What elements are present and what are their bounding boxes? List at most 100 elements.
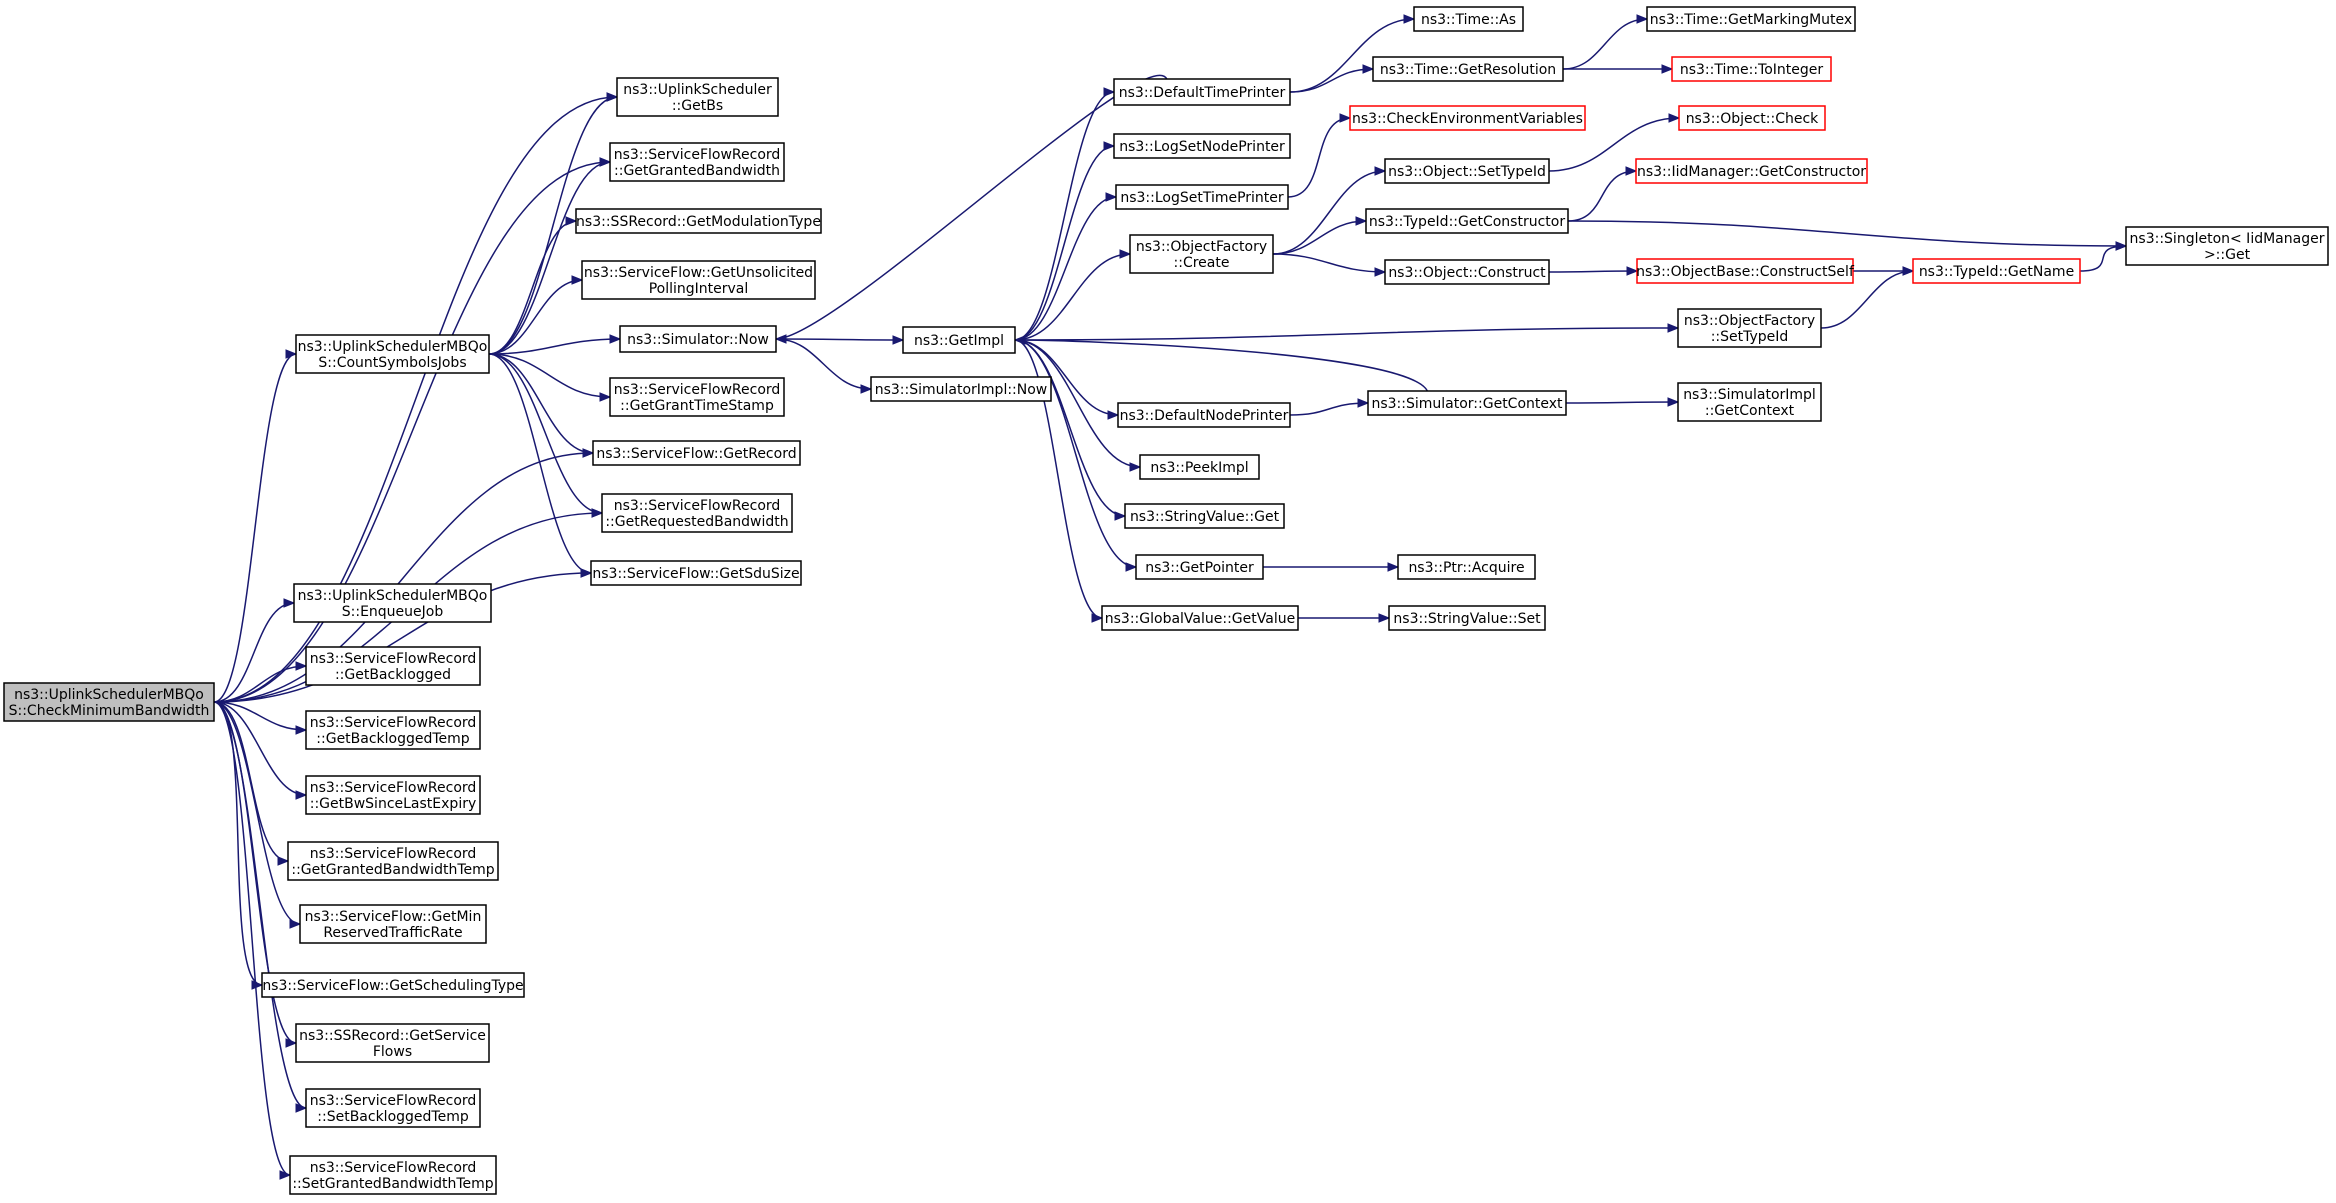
node-label: ::SetTypeId bbox=[1711, 329, 1789, 345]
node-ob-cs[interactable]: ns3::ObjectBase::ConstructSelf bbox=[1636, 258, 1855, 284]
edge-arrowhead bbox=[1114, 511, 1127, 521]
node-sim-gc[interactable]: ns3::Simulator::GetContext bbox=[1367, 390, 1567, 416]
edge-root-to-sfr-ggbt bbox=[213, 701, 289, 862]
node-label: ns3::ServiceFlowRecord bbox=[310, 1093, 477, 1109]
node-sfr-sblt[interactable]: ns3::ServiceFlowRecord::SetBackloggedTem… bbox=[305, 1088, 481, 1128]
node-sf-gmrtr[interactable]: ns3::ServiceFlow::GetMinReservedTrafficR… bbox=[299, 904, 487, 944]
edge-root-to-sf-gst bbox=[213, 701, 263, 986]
node-label: ::SetGrantedBandwidthTemp bbox=[292, 1176, 493, 1192]
node-dnp[interactable]: ns3::DefaultNodePrinter bbox=[1117, 402, 1291, 428]
node-sfr-sgbt[interactable]: ns3::ServiceFlowRecord::SetGrantedBandwi… bbox=[289, 1155, 497, 1195]
node-label: ns3::SimulatorImpl::Now bbox=[875, 382, 1048, 398]
edge-arrowhead bbox=[1378, 613, 1391, 623]
node-obj-construct[interactable]: ns3::Object::Construct bbox=[1384, 259, 1550, 285]
node-of-create[interactable]: ns3::ObjectFactory::Create bbox=[1129, 234, 1274, 274]
node-peekimpl[interactable]: ns3::PeekImpl bbox=[1139, 454, 1260, 480]
edge-arrowhead bbox=[1357, 398, 1370, 408]
node-sfr-gblt[interactable]: ns3::ServiceFlowRecord::GetBackloggedTem… bbox=[305, 710, 481, 750]
node-csj[interactable]: ns3::UplinkSchedulerMBQoS::CountSymbolsJ… bbox=[295, 334, 490, 374]
node-label: ns3::CheckEnvironmentVariables bbox=[1352, 111, 1583, 127]
node-obj-sti[interactable]: ns3::Object::SetTypeId bbox=[1384, 158, 1550, 184]
edge-arrowhead bbox=[285, 349, 298, 359]
node-box bbox=[1372, 56, 1564, 82]
node-label: ns3::PeekImpl bbox=[1150, 460, 1248, 476]
node-tid-gn[interactable]: ns3::TypeId::GetName bbox=[1912, 258, 2081, 284]
node-time-as[interactable]: ns3::Time::As bbox=[1413, 6, 1524, 32]
node-sfr-ggbt[interactable]: ns3::ServiceFlowRecord::GetGrantedBandwi… bbox=[287, 841, 499, 881]
node-iidm-gc[interactable]: ns3::IidManager::GetConstructor bbox=[1635, 158, 1868, 184]
node-label: ns3::Ptr::Acquire bbox=[1408, 560, 1524, 576]
node-sf-gst[interactable]: ns3::ServiceFlow::GetSchedulingType bbox=[261, 972, 525, 998]
node-getimpl[interactable]: ns3::GetImpl bbox=[902, 326, 1016, 354]
node-label: ns3::TypeId::GetConstructor bbox=[1369, 214, 1565, 230]
node-root[interactable]: ns3::UplinkSchedulerMBQoS::CheckMinimumB… bbox=[3, 682, 215, 722]
node-cev[interactable]: ns3::CheckEnvironmentVariables bbox=[1349, 105, 1586, 131]
edge-root-to-sfr-sblt bbox=[213, 701, 307, 1109]
node-box bbox=[1115, 184, 1289, 210]
edge-csj-to-sfr-ggb bbox=[488, 161, 611, 355]
node-sfr-ggb[interactable]: ns3::ServiceFlowRecord::GetGrantedBandwi… bbox=[609, 142, 785, 182]
node-gv-getvalue[interactable]: ns3::GlobalValue::GetValue bbox=[1101, 605, 1299, 631]
node-label: ns3::Time::As bbox=[1421, 12, 1516, 28]
node-sv-set[interactable]: ns3::StringValue::Set bbox=[1388, 605, 1546, 631]
edge-arrowhead bbox=[1107, 410, 1120, 420]
edge-of-create-to-obj-sti bbox=[1272, 170, 1386, 255]
edge-dtp-to-time-gr bbox=[1289, 68, 1374, 93]
node-box bbox=[1671, 56, 1832, 82]
edge-arrowhead bbox=[295, 790, 308, 800]
node-sfr-gbsle[interactable]: ns3::ServiceFlowRecord::GetBwSinceLastEx… bbox=[305, 775, 481, 815]
node-time-gmm[interactable]: ns3::Time::GetMarkingMutex bbox=[1646, 6, 1856, 32]
node-of-sti[interactable]: ns3::ObjectFactory::SetTypeId bbox=[1677, 308, 1822, 348]
node-sim-now[interactable]: ns3::Simulator::Now bbox=[619, 325, 777, 353]
node-sfr-gbl[interactable]: ns3::ServiceFlowRecord::GetBacklogged bbox=[305, 646, 481, 686]
node-box bbox=[305, 646, 481, 686]
node-box bbox=[3, 682, 215, 722]
node-sf-gr[interactable]: ns3::ServiceFlow::GetRecord bbox=[592, 440, 801, 466]
node-simimpl-now[interactable]: ns3::SimulatorImpl::Now bbox=[870, 376, 1052, 402]
node-time-ti[interactable]: ns3::Time::ToInteger bbox=[1671, 56, 1832, 82]
node-getbs[interactable]: ns3::UplinkScheduler::GetBs bbox=[616, 77, 779, 117]
node-sv-get[interactable]: ns3::StringValue::Get bbox=[1124, 503, 1285, 529]
node-box bbox=[1384, 158, 1550, 184]
node-label: ns3::UplinkSchedulerMBQo bbox=[298, 588, 488, 604]
node-box bbox=[305, 710, 481, 750]
node-label: ns3::LogSetNodePrinter bbox=[1119, 139, 1285, 155]
node-box bbox=[1388, 605, 1546, 631]
edge-root-to-sf-gr bbox=[213, 452, 594, 703]
node-simimpl-gc[interactable]: ns3::SimulatorImpl::GetContext bbox=[1677, 382, 1822, 422]
edge-root-to-sf-gmrtr bbox=[213, 701, 301, 925]
node-obj-check[interactable]: ns3::Object::Check bbox=[1678, 105, 1826, 131]
node-sf-gss[interactable]: ns3::ServiceFlow::GetSduSize bbox=[590, 560, 802, 586]
node-box bbox=[609, 377, 785, 417]
node-label: ::GetBackloggedTemp bbox=[316, 731, 470, 747]
edge-arrowhead bbox=[283, 598, 296, 608]
node-lsnp[interactable]: ns3::LogSetNodePrinter bbox=[1113, 133, 1291, 159]
edge-of-create-to-tid-gc bbox=[1272, 220, 1367, 255]
node-sfr-ggts[interactable]: ns3::ServiceFlowRecord::GetGrantTimeStam… bbox=[609, 377, 785, 417]
edge-arrowhead bbox=[1374, 166, 1387, 176]
node-box bbox=[261, 972, 525, 998]
edge-of-create-to-obj-construct bbox=[1272, 253, 1386, 273]
edge-getimpl-to-peekimpl bbox=[1014, 339, 1141, 468]
node-sf-gupi[interactable]: ns3::ServiceFlow::GetUnsolicitedPollingI… bbox=[581, 260, 816, 300]
node-label: ::Create bbox=[1174, 255, 1230, 271]
node-dtp[interactable]: ns3::DefaultTimePrinter bbox=[1113, 78, 1291, 106]
edge-arrowhead bbox=[571, 275, 584, 285]
node-label: ns3::ServiceFlow::GetRecord bbox=[596, 446, 796, 462]
node-box bbox=[592, 440, 801, 466]
node-lstp[interactable]: ns3::LogSetTimePrinter bbox=[1115, 184, 1289, 210]
node-ptr-acquire[interactable]: ns3::Ptr::Acquire bbox=[1397, 554, 1536, 580]
node-box bbox=[1384, 259, 1550, 285]
node-tid-gc[interactable]: ns3::TypeId::GetConstructor bbox=[1365, 208, 1569, 234]
node-time-gr[interactable]: ns3::Time::GetResolution bbox=[1372, 56, 1564, 82]
edge-getimpl-to-gv-getvalue bbox=[1014, 339, 1103, 619]
node-singleton-get[interactable]: ns3::Singleton< IidManager >::Get bbox=[2125, 226, 2329, 266]
node-getpointer[interactable]: ns3::GetPointer bbox=[1135, 554, 1264, 580]
node-sfr-grb[interactable]: ns3::ServiceFlowRecord::GetRequestedBand… bbox=[601, 493, 793, 533]
node-label: S::CheckMinimumBandwidth bbox=[9, 703, 210, 719]
node-ss-gmt[interactable]: ns3::SSRecord::GetModulationType bbox=[575, 208, 822, 234]
edge-dtp-to-time-as bbox=[1289, 18, 1415, 93]
